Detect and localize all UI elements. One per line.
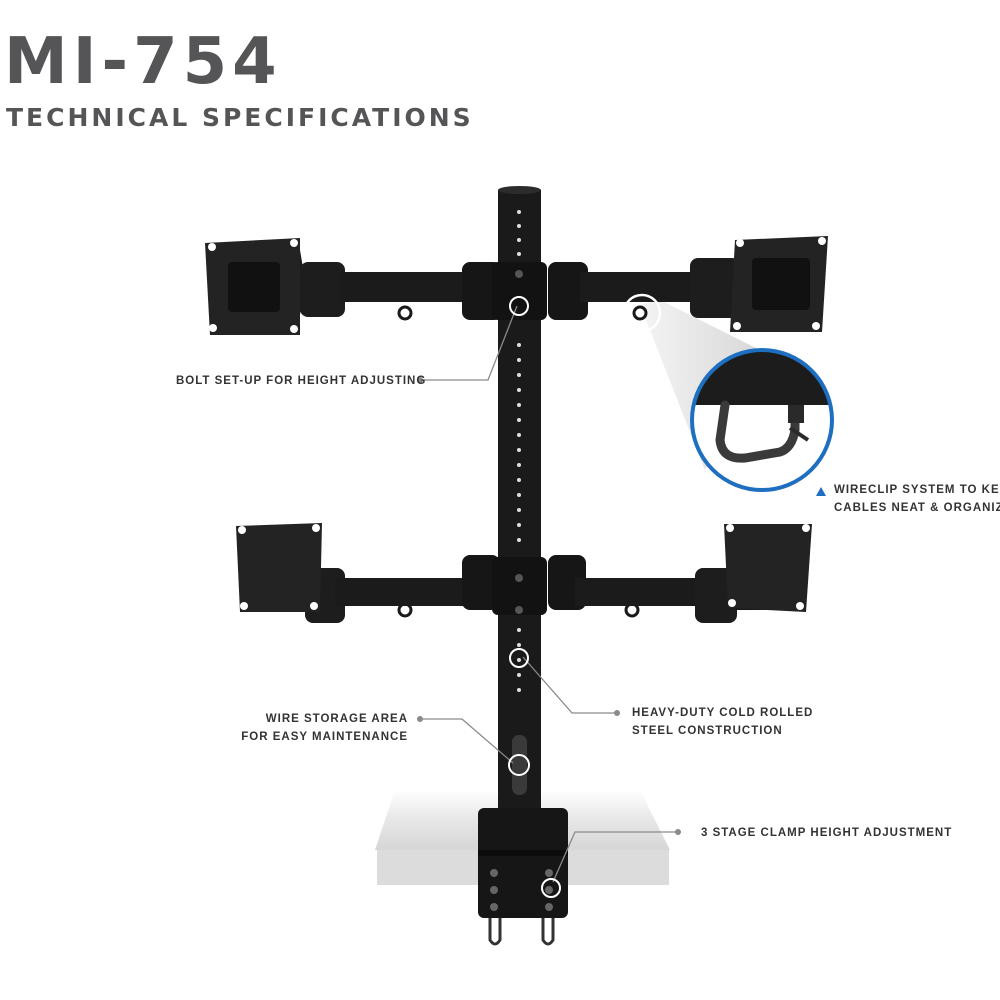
top-right-vesa-plate <box>730 236 828 332</box>
callout-wireclip-line1: WIRECLIP SYSTEM TO KEEP <box>834 484 1000 496</box>
feature-markers <box>508 296 561 898</box>
vertical-pole <box>492 186 547 830</box>
product-model-title: MI-754 <box>4 25 282 99</box>
callout-wireclip: WIRECLIP SYSTEM TO KEEP CABLES NEAT & OR… <box>834 481 1000 517</box>
bottom-left-vesa-plate <box>236 523 322 612</box>
top-left-vesa-plate <box>205 238 300 335</box>
callout-wire-storage-line1: WIRE STORAGE AREA <box>265 713 408 725</box>
desk-clamp <box>478 808 568 946</box>
callout-clamp-adjustment: 3 STAGE CLAMP HEIGHT ADJUSTMENT <box>701 827 953 839</box>
bottom-right-vesa-plate <box>724 524 812 612</box>
leader-lines <box>420 305 678 883</box>
wireclip-triangle-icon <box>816 487 826 496</box>
callout-steel-line2: STEEL CONSTRUCTION <box>632 725 783 737</box>
callout-wire-storage: WIRE STORAGE AREA FOR EASY MAINTENANCE <box>241 710 408 746</box>
leader-dots <box>417 377 681 835</box>
callout-steel-construction: HEAVY-DUTY COLD ROLLED STEEL CONSTRUCTIO… <box>632 704 813 740</box>
page-subtitle: TECHNICAL SPECIFICATIONS <box>6 103 474 132</box>
wireclip-zoom-inset <box>690 348 834 492</box>
wireclip-marker <box>622 293 662 333</box>
callout-bolt-setup: BOLT SET-UP FOR HEIGHT ADJUSTING <box>176 375 427 387</box>
callout-wireclip-line2: CABLES NEAT & ORGANIZED <box>834 502 1000 514</box>
callout-steel-line1: HEAVY-DUTY COLD ROLLED <box>632 707 814 719</box>
top-right-arm <box>548 258 740 321</box>
callout-wire-storage-line2: FOR EASY MAINTENANCE <box>241 731 408 743</box>
